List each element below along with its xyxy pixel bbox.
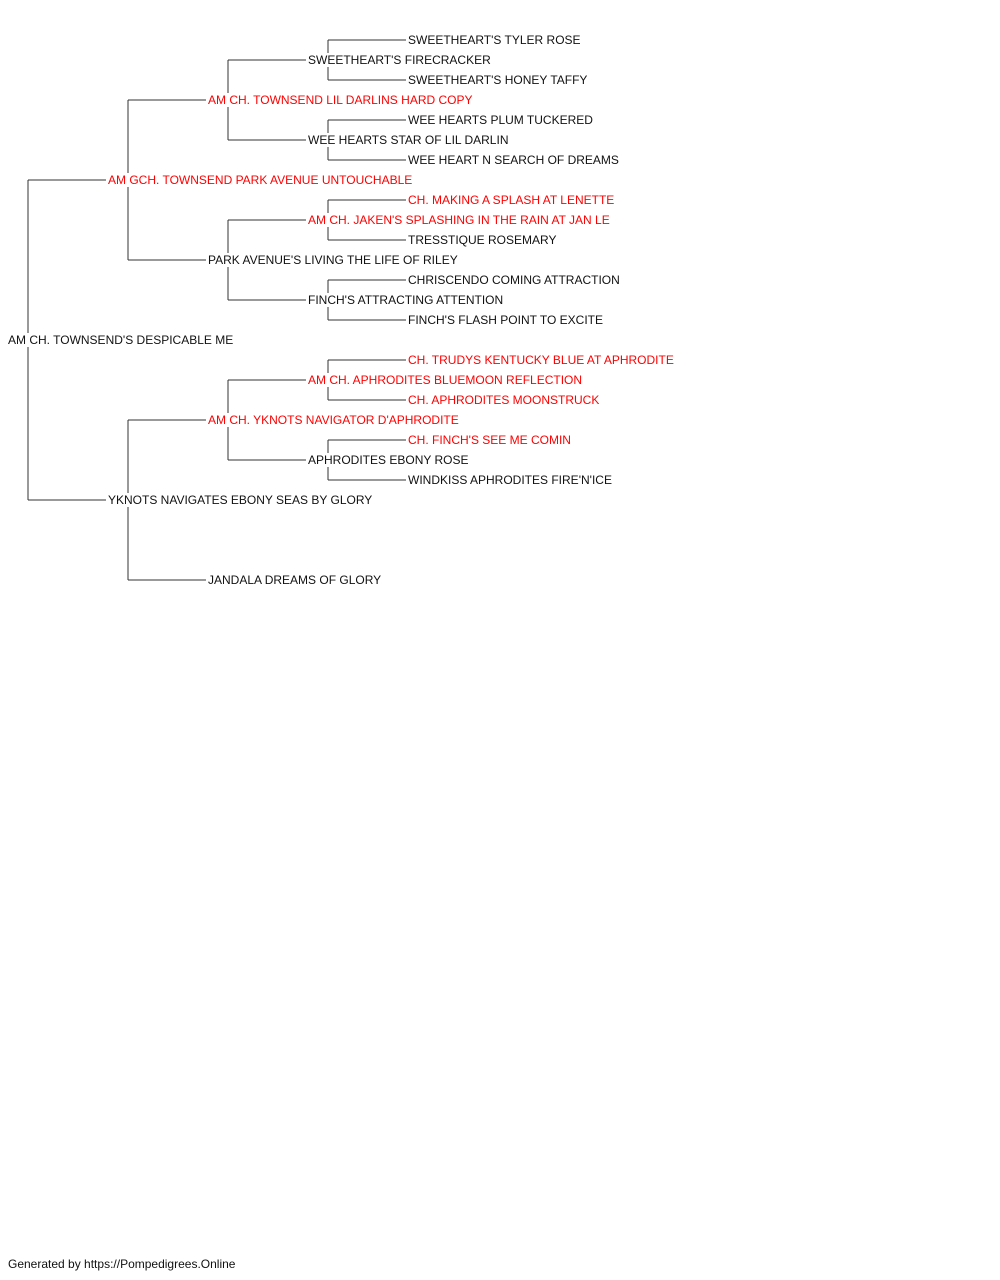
pedigree-node-sire-sire-dam-sire: WEE HEARTS PLUM TUCKERED: [406, 113, 595, 127]
pedigree-node-sire-sire-sire-sire: SWEETHEART'S TYLER ROSE: [406, 33, 583, 47]
pedigree-node-dam-sire: AM CH. YKNOTS NAVIGATOR D'APHRODITE: [206, 413, 461, 427]
pedigree-node-sire-sire: AM CH. TOWNSEND LIL DARLINS HARD COPY: [206, 93, 475, 107]
pedigree-node-sire-sire-dam-dam: WEE HEART N SEARCH OF DREAMS: [406, 153, 621, 167]
pedigree-node-sire-dam-dam-dam: FINCH'S FLASH POINT TO EXCITE: [406, 313, 605, 327]
pedigree-node-sire-dam-sire: AM CH. JAKEN'S SPLASHING IN THE RAIN AT …: [306, 213, 612, 227]
footer-credit: Generated by https://Pompedigrees.Online: [8, 1257, 236, 1271]
pedigree-node-sire-dam-sire-sire: CH. MAKING A SPLASH AT LENETTE: [406, 193, 617, 207]
pedigree-node-sire-dam-dam: FINCH'S ATTRACTING ATTENTION: [306, 293, 506, 307]
pedigree-node-sire-dam-sire-dam: TRESSTIQUE ROSEMARY: [406, 233, 559, 247]
pedigree-node-sire-sire-sire: SWEETHEART'S FIRECRACKER: [306, 53, 493, 67]
pedigree-node-dam-sire-dam-sire: CH. FINCH'S SEE ME COMIN: [406, 433, 573, 447]
pedigree-node-sire-dam: PARK AVENUE'S LIVING THE LIFE OF RILEY: [206, 253, 460, 267]
pedigree-node-sire-dam-dam-sire: CHRISCENDO COMING ATTRACTION: [406, 273, 622, 287]
pedigree-node-sire-sire-dam: WEE HEARTS STAR OF LIL DARLIN: [306, 133, 511, 147]
pedigree-node-dam-sire-sire: AM CH. APHRODITES BLUEMOON REFLECTION: [306, 373, 585, 387]
pedigree-node-dam: YKNOTS NAVIGATES EBONY SEAS BY GLORY: [106, 493, 375, 507]
pedigree-node-dam-sire-dam: APHRODITES EBONY ROSE: [306, 453, 471, 467]
pedigree-node-subject: AM CH. TOWNSEND'S DESPICABLE ME: [6, 333, 236, 347]
pedigree-node-dam-sire-sire-dam: CH. APHRODITES MOONSTRUCK: [406, 393, 602, 407]
pedigree-node-dam-sire-sire-sire: CH. TRUDYS KENTUCKY BLUE AT APHRODITE: [406, 353, 676, 367]
pedigree-node-sire-sire-sire-dam: SWEETHEART'S HONEY TAFFY: [406, 73, 590, 87]
pedigree-node-sire: AM GCH. TOWNSEND PARK AVENUE UNTOUCHABLE: [106, 173, 415, 187]
pedigree-node-dam-dam: JANDALA DREAMS OF GLORY: [206, 573, 384, 587]
pedigree-node-dam-sire-dam-dam: WINDKISS APHRODITES FIRE'N'ICE: [406, 473, 614, 487]
